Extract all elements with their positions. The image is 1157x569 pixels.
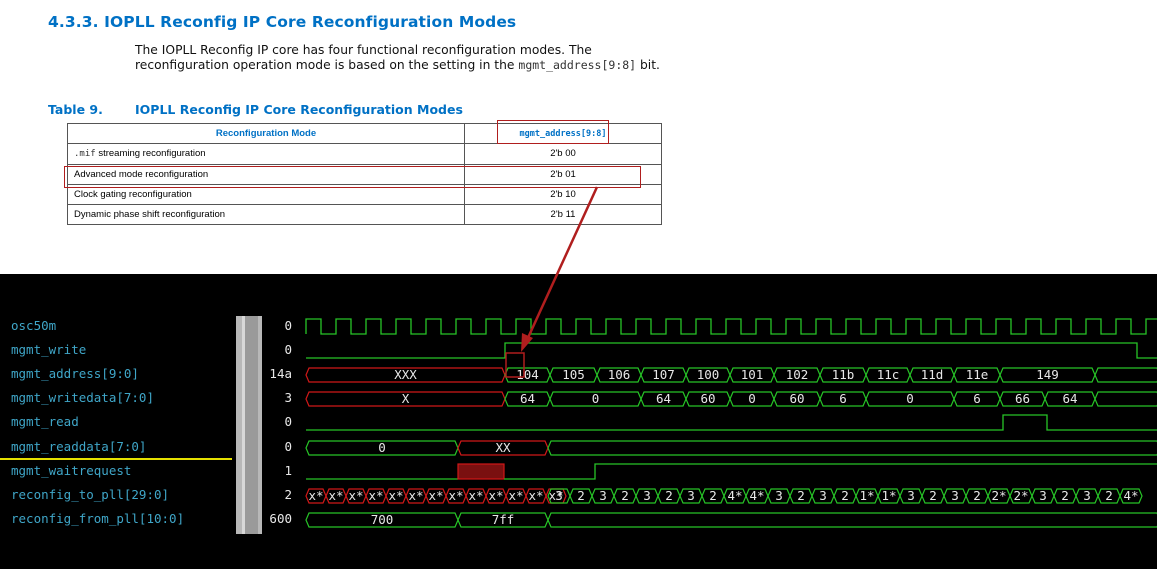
header-mgmt-address-text: mgmt_address[9:8] (519, 129, 607, 140)
signal-value: 0 (284, 318, 292, 333)
value-cell: 2'b 00 (464, 143, 662, 165)
section-paragraph: The IOPLL Reconfig IP core has four func… (135, 43, 675, 73)
paragraph-code: mgmt_address[9:8] (518, 58, 637, 72)
reconfig-modes-table: Reconfiguration Mode mgmt_address[9:8] .… (67, 122, 662, 226)
table-row: Advanced mode reconfiguration 2'b 01 (67, 163, 662, 185)
mode-code: .mif (74, 149, 96, 160)
signal-value: 0 (284, 439, 292, 454)
datasheet-excerpt: 4.3.3. IOPLL Reconfig IP Core Reconfigur… (0, 0, 1157, 256)
table-header-row: Reconfiguration Mode mgmt_address[9:8] (67, 122, 662, 145)
signal-name[interactable]: mgmt_waitrequest (11, 463, 132, 478)
signal-name[interactable]: reconfig_from_pll[10:0] (11, 511, 185, 526)
section-title: 4.3.3. IOPLL Reconfig IP Core Reconfigur… (48, 13, 517, 31)
signal-name[interactable]: osc50m (11, 318, 57, 333)
signal-value: 2 (284, 487, 292, 502)
signal-value: 600 (269, 511, 292, 526)
signal-name[interactable]: mgmt_write (11, 342, 87, 357)
mode-cell: Dynamic phase shift reconfiguration (67, 204, 465, 226)
cursor-line (0, 458, 232, 460)
table-number: Table 9. (48, 102, 103, 117)
paragraph-text-2: bit. (636, 58, 660, 72)
table-row: .mif streaming reconfiguration 2'b 00 (67, 143, 662, 165)
value-cell: 2'b 11 (464, 204, 662, 226)
signal-name[interactable]: mgmt_address[9:0] (11, 366, 139, 381)
row-highlight-box (64, 166, 641, 188)
signal-name[interactable]: mgmt_read (11, 414, 79, 429)
table-caption: IOPLL Reconfig IP Core Reconfiguration M… (135, 102, 463, 117)
signal-value: 0 (284, 342, 292, 357)
signal-name[interactable]: mgmt_writedata[7:0] (11, 390, 154, 405)
header-highlight-box (497, 120, 609, 144)
paragraph-text-1: The IOPLL Reconfig IP core has four func… (135, 43, 592, 72)
splitter-grip[interactable] (244, 316, 258, 534)
signal-value: 3 (284, 390, 292, 405)
mode-cell: .mif streaming reconfiguration (67, 143, 465, 165)
signal-value: 0 (284, 414, 292, 429)
header-reconfig-mode: Reconfiguration Mode (67, 122, 465, 145)
pane-splitter[interactable] (236, 316, 262, 534)
signal-name[interactable]: mgmt_readdata[7:0] (11, 439, 147, 454)
mode-text: streaming reconfiguration (95, 148, 206, 160)
signal-value: 14a (269, 366, 292, 381)
table-row: Dynamic phase shift reconfiguration 2'b … (67, 204, 662, 226)
signal-name[interactable]: reconfig_to_pll[29:0] (11, 487, 170, 502)
signal-value: 1 (284, 463, 292, 478)
